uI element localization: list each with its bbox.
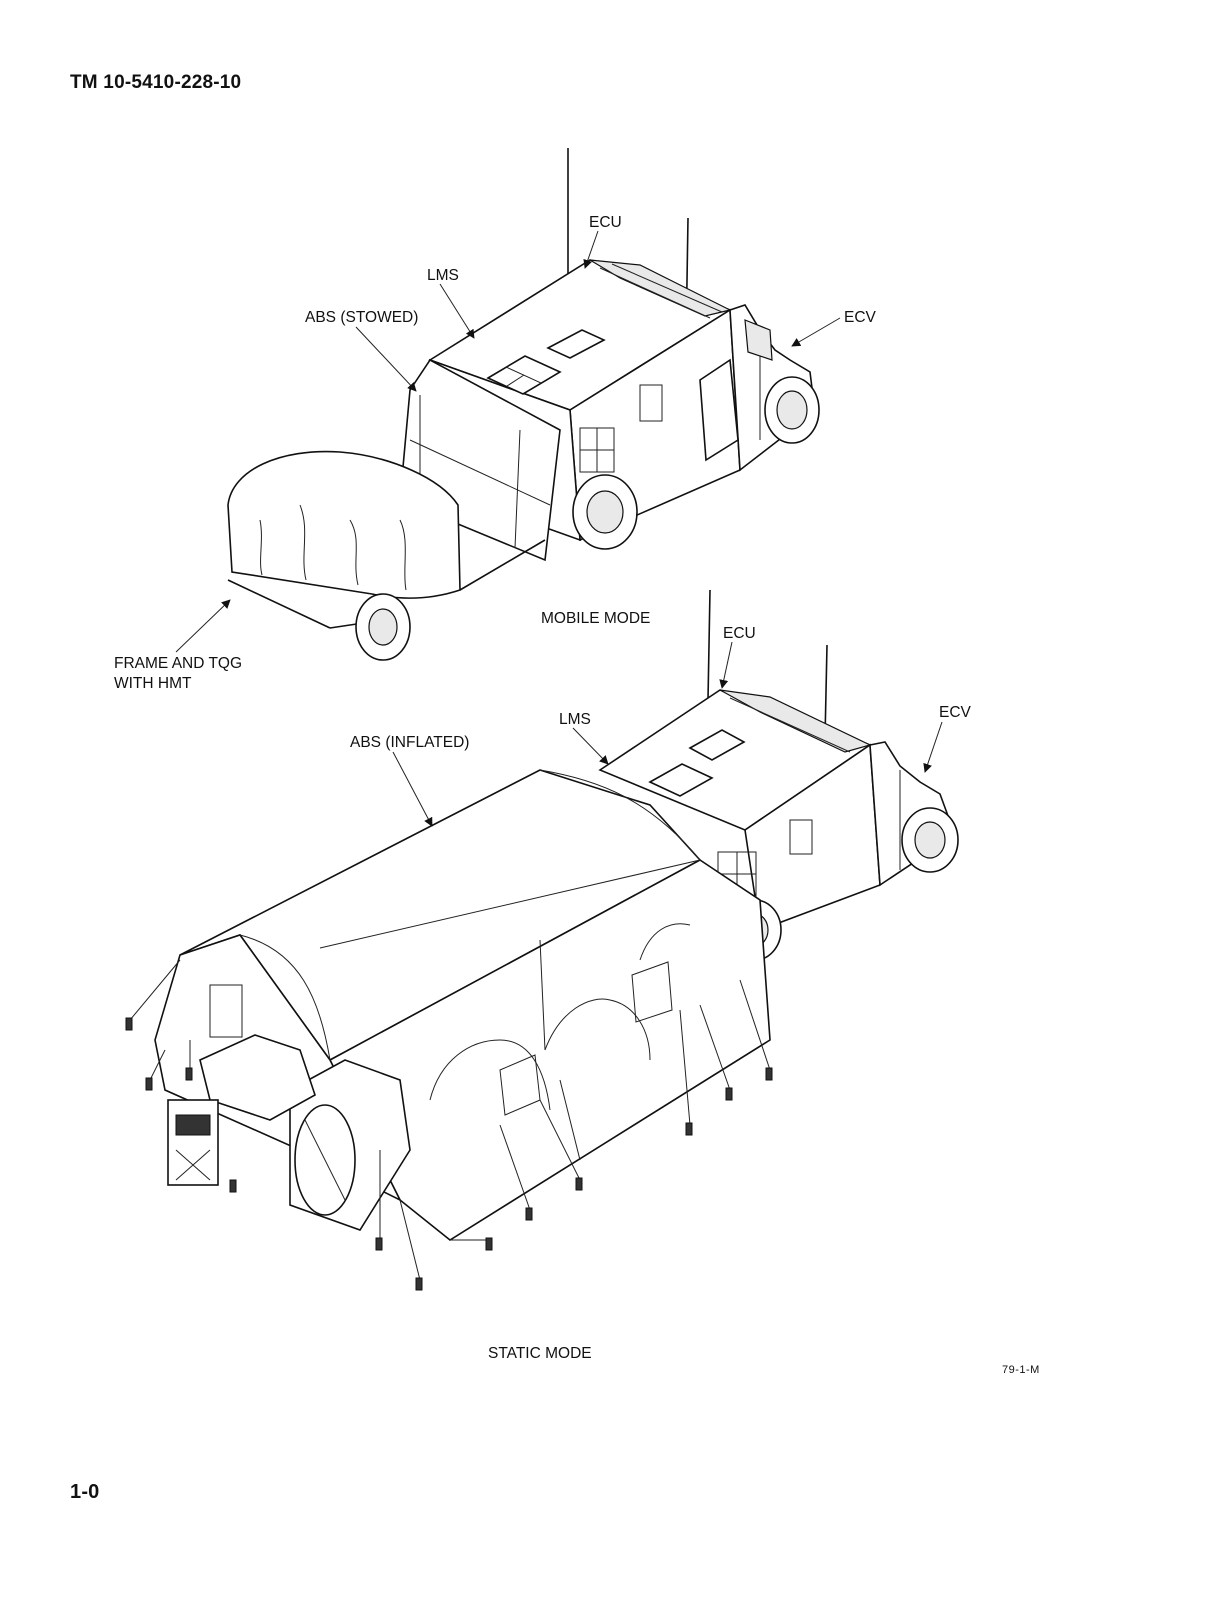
document-id: TM 10-5410-228-10 xyxy=(70,72,242,93)
static-lms-label: LMS xyxy=(559,711,591,728)
frame-tqg-label-line1: FRAME AND TQG xyxy=(114,655,242,672)
figure-code: 79-1-M xyxy=(1002,1364,1040,1376)
static-ecu-label: ECU xyxy=(723,625,756,642)
mobile-ecv-label: ECV xyxy=(844,309,877,326)
frame-tqg-label-line2: WITH HMT xyxy=(114,675,192,692)
static-ecv-label: ECV xyxy=(939,704,972,721)
page-number: 1-0 xyxy=(70,1481,100,1503)
mobile-abs-label: ABS (STOWED) xyxy=(305,309,418,326)
static-mode-drawing xyxy=(125,589,959,1291)
static-abs-label: ABS (INFLATED) xyxy=(350,734,469,751)
mobile-mode-drawing xyxy=(227,148,820,661)
static-mode-caption: STATIC MODE xyxy=(488,1345,592,1362)
mobile-ecu-label: ECU xyxy=(589,214,622,231)
mobile-lms-label: LMS xyxy=(427,267,459,284)
mobile-mode-caption: MOBILE MODE xyxy=(541,610,650,627)
